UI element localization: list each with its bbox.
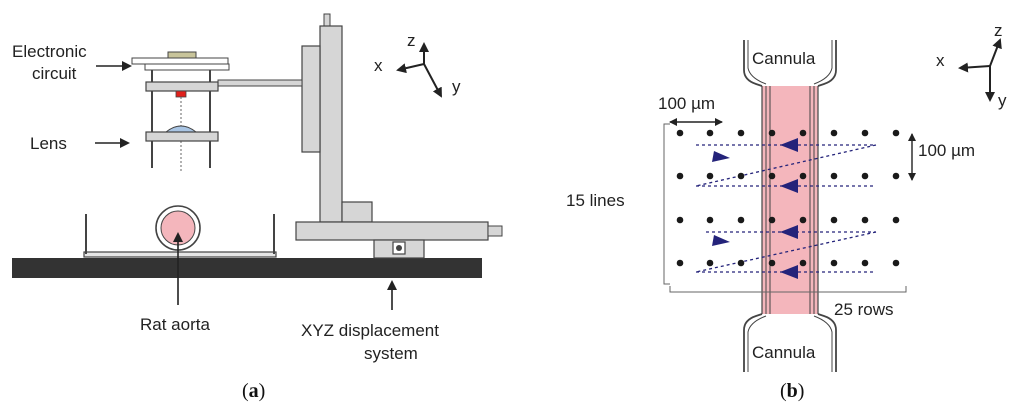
grid-dot	[706, 172, 714, 180]
grid-dot	[861, 259, 869, 267]
axis-z-label: z	[407, 31, 416, 50]
grid-dot	[737, 216, 745, 224]
xyz-system-label-line2: system	[364, 344, 418, 363]
axes-indicator-b: z x y	[936, 21, 1007, 110]
grid-dot	[706, 216, 714, 224]
lens-element	[164, 125, 198, 133]
grid-dot	[706, 129, 714, 137]
grid-dot	[830, 259, 838, 267]
grid-dot	[830, 172, 838, 180]
led-source	[175, 90, 187, 98]
grid-dot	[676, 259, 684, 267]
cannula-top	[743, 40, 837, 87]
cannula-bottom-label: Cannula	[752, 343, 816, 362]
grid-dot	[892, 259, 900, 267]
grid-dot	[676, 172, 684, 180]
xyz-system-label-line1: XYZ displacement	[301, 321, 439, 340]
scan-arrow	[780, 225, 798, 239]
spacing-vertical-label: 100 µm	[918, 141, 975, 160]
cannula-top-label: Cannula	[752, 49, 816, 68]
grid-dot	[768, 129, 776, 137]
lines-count-label: 15 lines	[566, 191, 625, 210]
panel-a-caption: (a)	[242, 380, 265, 402]
grid-dot	[737, 172, 745, 180]
panel-b: Cannula Cannula	[566, 21, 1007, 402]
vessel-segment	[762, 86, 818, 314]
grid-dot	[830, 216, 838, 224]
axes-indicator-a: z x y	[374, 31, 461, 98]
electronic-circuit-label-line2: circuit	[32, 64, 77, 83]
grid-dot	[706, 259, 714, 267]
scan-arrow	[712, 151, 730, 162]
cannula-bottom	[743, 313, 837, 372]
grid-dot	[861, 129, 869, 137]
rat-aorta-cross-section	[155, 205, 201, 251]
grid-dot	[861, 172, 869, 180]
grid-dot	[768, 259, 776, 267]
panel-b-caption: (b)	[780, 380, 804, 402]
grid-dot	[768, 216, 776, 224]
axis-z-label-b: z	[994, 21, 1003, 40]
electronic-circuit-label-line1: Electronic	[12, 42, 87, 61]
base-plate	[12, 258, 482, 278]
lens-label: Lens	[30, 134, 67, 153]
grid-dot	[737, 259, 745, 267]
axis-x-label: x	[374, 56, 383, 75]
lines-bracket	[663, 123, 670, 285]
scan-direction-arrows	[712, 138, 798, 279]
rat-aorta-label: Rat aorta	[140, 315, 210, 334]
grid-dot	[768, 172, 776, 180]
measurement-grid	[676, 129, 900, 267]
spacing-horizontal-label: 100 µm	[658, 94, 715, 113]
grid-dot	[861, 216, 869, 224]
scan-arrow	[780, 179, 798, 193]
rows-bracket	[669, 286, 907, 293]
grid-dot	[830, 129, 838, 137]
scan-arrow	[780, 138, 798, 152]
grid-dot	[737, 129, 745, 137]
support-arm	[217, 79, 303, 87]
electronic-circuit-board	[167, 51, 197, 59]
grid-dot	[799, 259, 807, 267]
grid-dot	[799, 129, 807, 137]
grid-dot	[892, 216, 900, 224]
scan-arrow	[780, 265, 798, 279]
panel-a: Rat aorta Elec	[12, 13, 503, 402]
grid-dot	[676, 129, 684, 137]
grid-dot	[799, 216, 807, 224]
axis-y-label-b: y	[998, 91, 1007, 110]
xyz-stage-column	[295, 13, 503, 259]
axis-y-label: y	[452, 77, 461, 96]
rows-count-label: 25 rows	[834, 300, 894, 319]
probe-assembly	[131, 51, 230, 172]
grid-dot	[892, 129, 900, 137]
grid-dot	[676, 216, 684, 224]
grid-dot	[799, 172, 807, 180]
scan-arrow	[712, 235, 730, 246]
grid-dot	[892, 172, 900, 180]
sample-tray	[83, 214, 277, 258]
axis-x-label-b: x	[936, 51, 945, 70]
